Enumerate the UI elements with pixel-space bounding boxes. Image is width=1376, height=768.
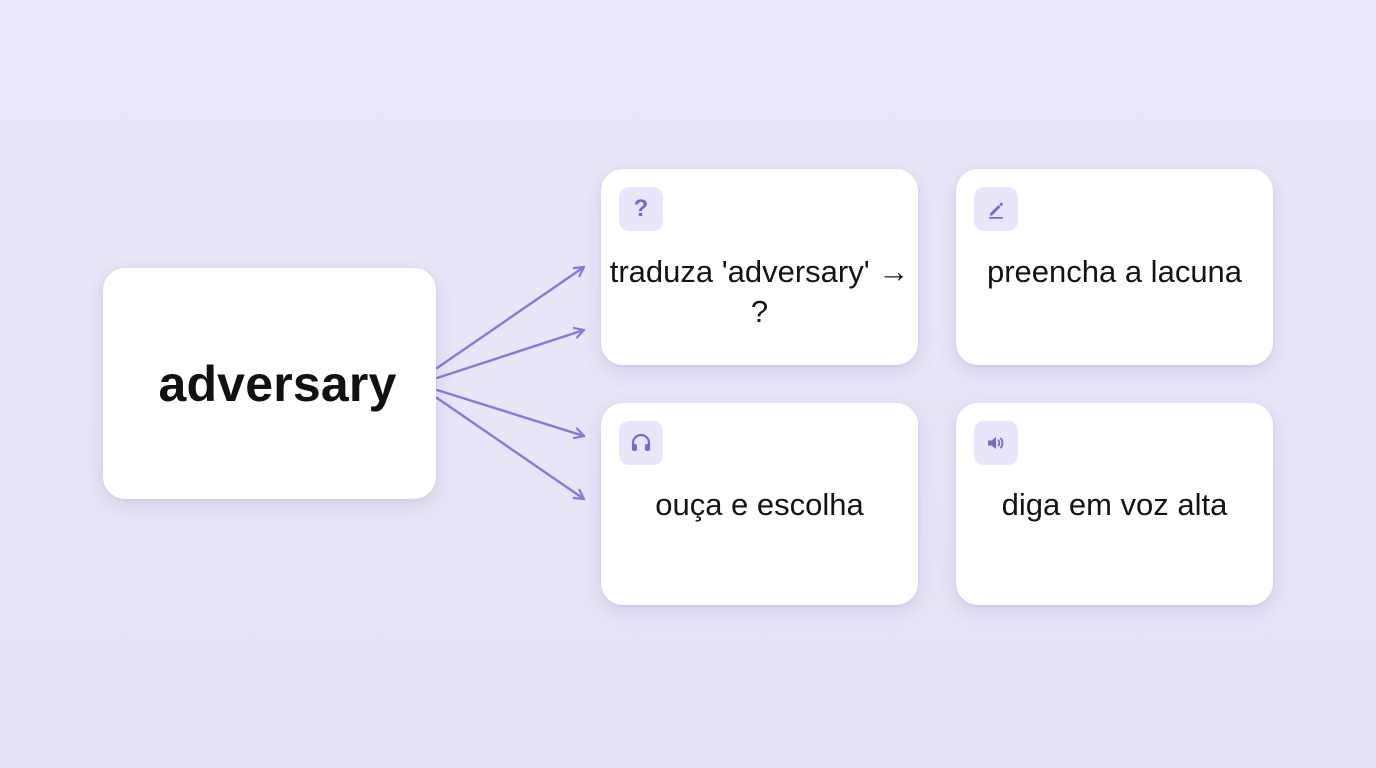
task-label-translate: traduza 'adversary' → ?: [609, 254, 910, 329]
source-word: adversary: [158, 355, 397, 412]
question-mark-icon: ?: [619, 187, 663, 231]
task-card-fill[interactable]: preencha a lacuna: [956, 169, 1273, 365]
task-label-listen: ouça e escolha: [655, 487, 864, 522]
task-label-speak: diga em voz alta: [1001, 487, 1228, 522]
pencil-icon: [974, 187, 1018, 231]
arrow-to-listen: [435, 388, 586, 436]
speaker-icon: [974, 421, 1018, 465]
source-word-card[interactable]: adversary: [103, 268, 436, 499]
headphones-icon: [619, 421, 663, 465]
task-card-listen[interactable]: ouça e escolha: [601, 403, 918, 605]
arrow-to-listen-secondary: [435, 396, 586, 501]
task-label-fill: preencha a lacuna: [986, 254, 1243, 289]
task-card-speak[interactable]: diga em voz alta: [956, 403, 1273, 605]
arrow-to-translate-secondary: [435, 330, 586, 380]
arrow-to-translate: [435, 265, 586, 370]
task-card-translate[interactable]: ? traduza 'adversary' → ?: [601, 169, 918, 365]
